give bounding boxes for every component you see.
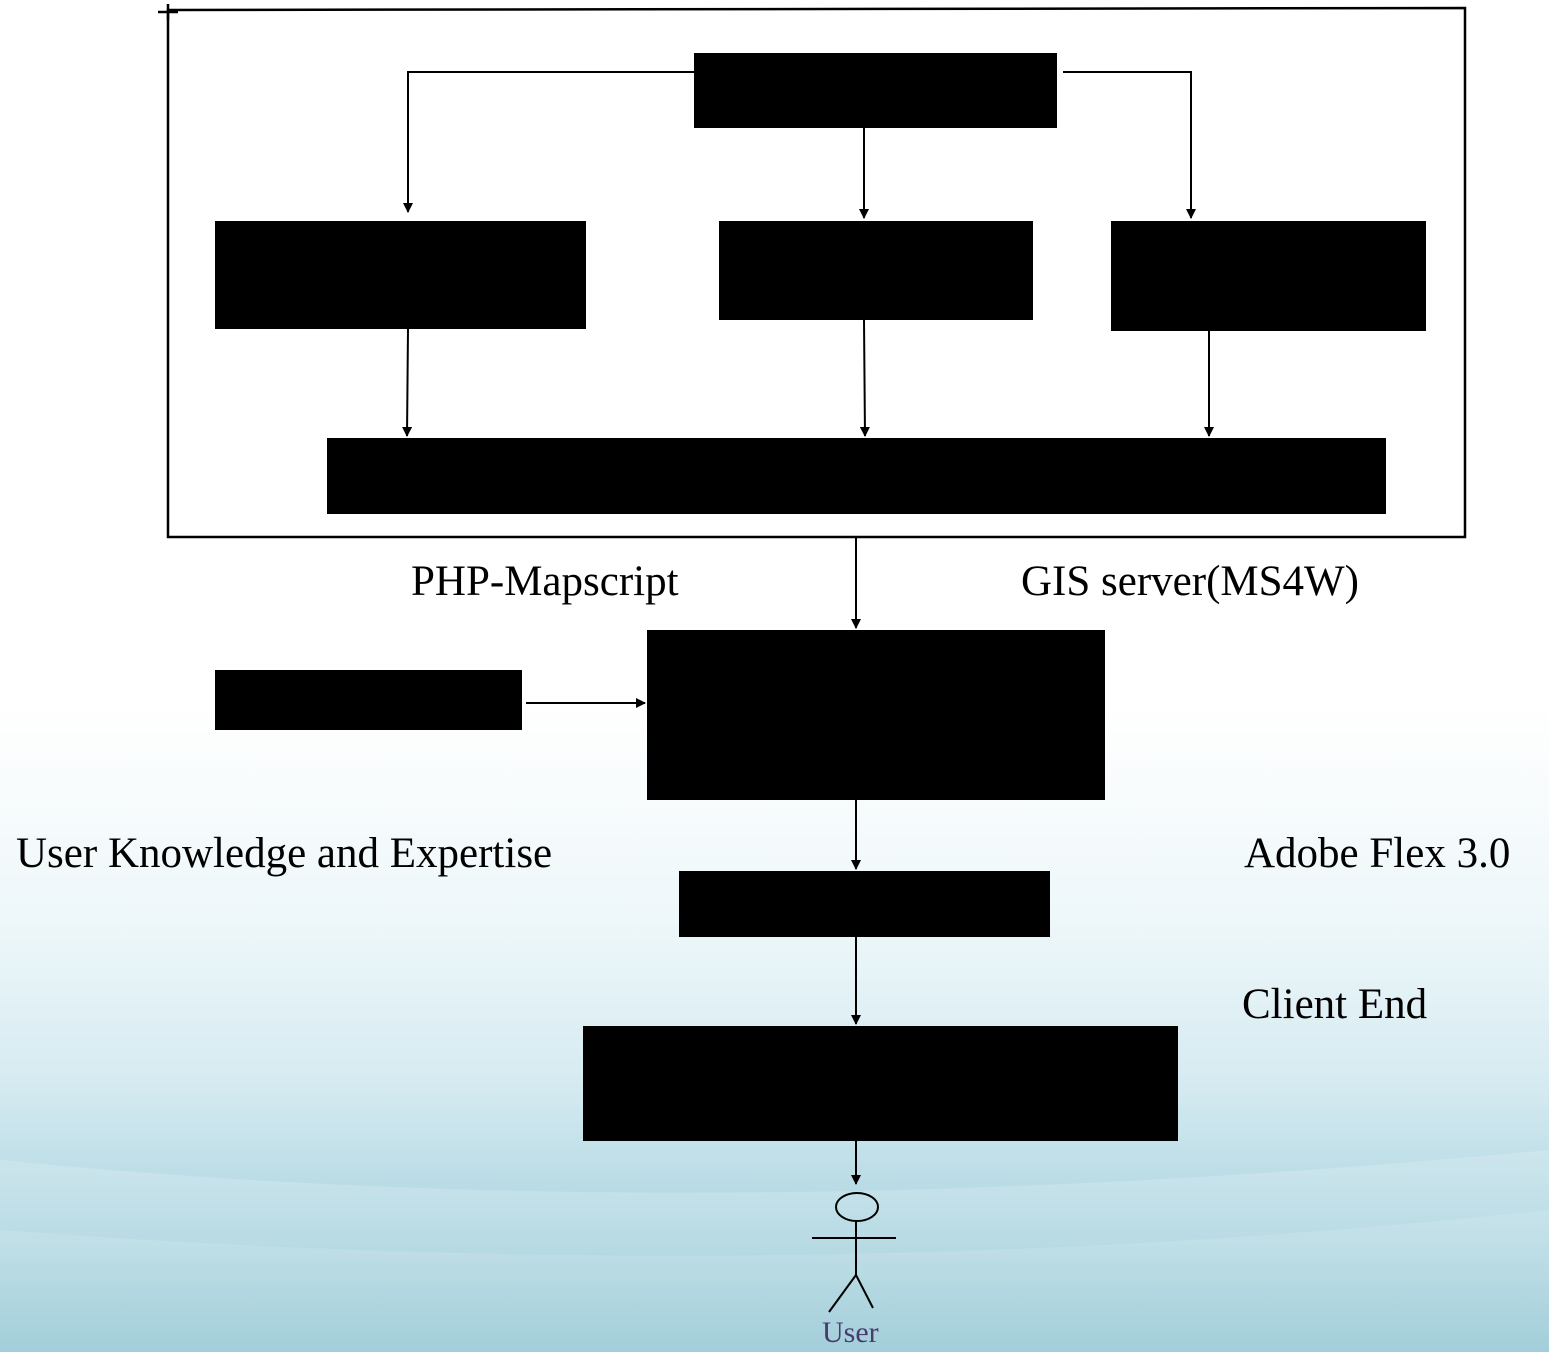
gis-server-label: GIS server(MS4W) xyxy=(1021,558,1359,605)
arrow-left-to-bottom xyxy=(402,328,413,437)
stick-figure-user-icon xyxy=(812,1192,896,1313)
arrow-middle-to-bottom xyxy=(859,319,870,437)
user-knowledge-label: User Knowledge and Expertise xyxy=(16,830,553,877)
client-end-label: Client End xyxy=(1242,981,1428,1028)
left-box xyxy=(215,221,586,329)
php-mapscript-label: PHP-Mapscript xyxy=(411,558,679,605)
arrow-top-to-right xyxy=(1063,71,1196,219)
connectors xyxy=(402,71,1214,1185)
adobe-flex-label: Adobe Flex 3.0 xyxy=(1244,830,1511,877)
bottom-wide-box xyxy=(327,438,1386,514)
interface-box xyxy=(679,871,1050,937)
application-box xyxy=(647,630,1105,800)
input-box xyxy=(215,670,522,730)
right-box xyxy=(1111,221,1426,331)
user-label: User xyxy=(822,1316,879,1349)
middle-box xyxy=(719,221,1033,320)
top-box xyxy=(694,53,1057,128)
client-box xyxy=(583,1026,1178,1141)
arrow-top-to-left xyxy=(403,71,694,213)
server-container-frame xyxy=(158,4,1467,539)
